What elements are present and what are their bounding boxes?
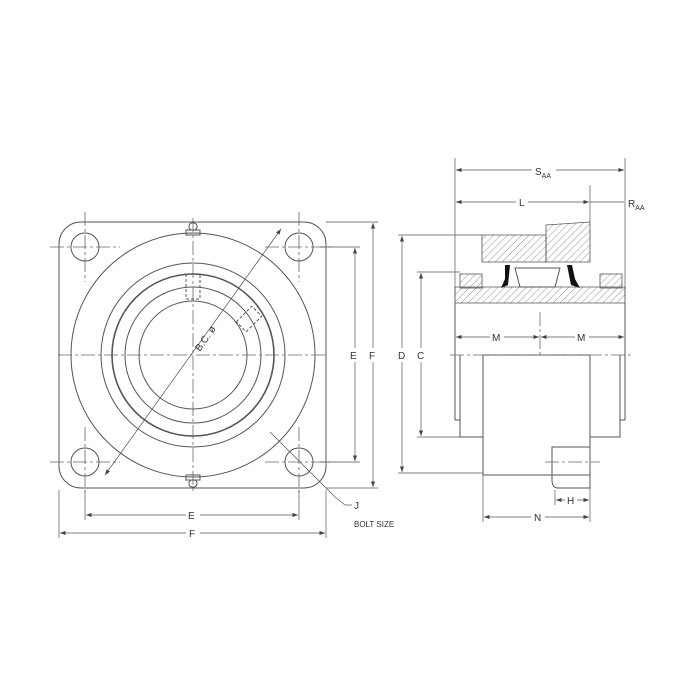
bolt-size-label: BOLT SIZE	[354, 520, 394, 529]
h-label: H	[567, 496, 574, 507]
bolt-holes	[70, 232, 314, 477]
c-label: C	[417, 351, 424, 362]
j-label: J	[354, 501, 359, 512]
right-flange-lower	[590, 355, 621, 438]
bolt-boss	[551, 446, 591, 489]
m-right-label: M	[577, 333, 585, 344]
inner-ring-section	[454, 286, 626, 304]
f-vertical-label: F	[369, 351, 375, 362]
collar-section	[481, 234, 547, 263]
roller-element	[514, 267, 561, 288]
saa-label: SAA	[535, 167, 551, 180]
l-label: L	[519, 198, 525, 209]
e-vertical-label: E	[350, 351, 357, 362]
front-view: B.C. ø J BOLT SIZE E F E F	[50, 212, 394, 540]
bc-label: B.C. ø	[193, 324, 218, 354]
seal-left	[501, 265, 510, 288]
j-leader	[269, 431, 336, 498]
side-view: SAA L RAA D C M M N H	[396, 158, 645, 524]
n-label: N	[534, 513, 541, 524]
bc-dimension	[104, 228, 282, 476]
seal-right	[567, 265, 580, 288]
housing-section-top	[545, 221, 591, 263]
housing-body-lower	[482, 354, 591, 476]
f-horizontal-label: F	[189, 529, 195, 540]
left-flange-lower	[459, 355, 483, 438]
raa-label: RAA	[628, 199, 645, 212]
d-label: D	[398, 351, 405, 362]
e-horizontal-label: E	[188, 511, 195, 522]
m-left-label: M	[492, 333, 500, 344]
